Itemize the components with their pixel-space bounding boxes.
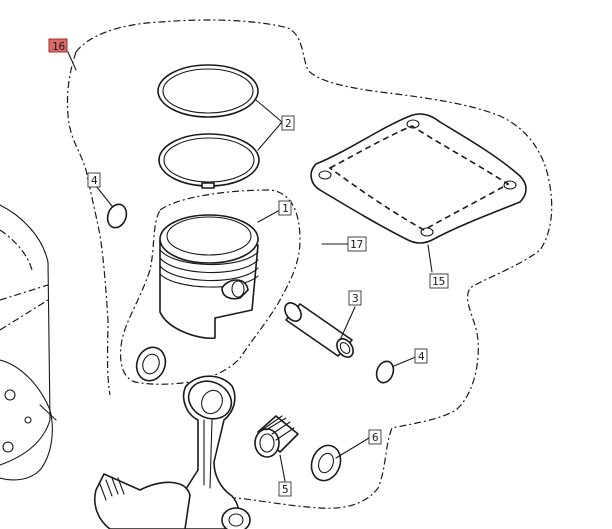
- needle-bearing: [254, 415, 299, 458]
- callout-3[interactable]: 3: [348, 290, 362, 306]
- callout-label: 2: [285, 117, 292, 130]
- kit-boundary-16: [75, 19, 553, 529]
- piston-pin: [284, 302, 354, 358]
- piston-rings: [157, 64, 260, 189]
- oil-seal-right: [310, 444, 342, 482]
- callout-5[interactable]: 5: [278, 481, 292, 497]
- kit-boundary-17: [119, 189, 301, 385]
- callout-16[interactable]: 16: [48, 38, 68, 53]
- cylinder-block: [0, 204, 57, 481]
- piston: [159, 214, 259, 340]
- circlip-left: [106, 203, 128, 229]
- callout-label: 16: [52, 40, 65, 53]
- callout-label: 4: [91, 174, 98, 187]
- callout-2[interactable]: 2: [281, 115, 295, 131]
- callout-label: 3: [352, 292, 359, 305]
- callout-4-left[interactable]: 4: [87, 172, 101, 188]
- callout-1[interactable]: 1: [278, 200, 292, 216]
- callout-label: 17: [350, 238, 363, 251]
- callout-17[interactable]: 17: [347, 236, 367, 252]
- callout-label: 6: [372, 431, 379, 444]
- callout-label: 5: [282, 483, 289, 496]
- callout-label: 15: [432, 275, 445, 288]
- callout-6[interactable]: 6: [368, 429, 382, 445]
- callout-4-right[interactable]: 4: [414, 348, 428, 364]
- oil-seal-left: [135, 346, 167, 382]
- leader-lines: [67, 51, 433, 482]
- callout-label: 4: [418, 350, 425, 363]
- callout-label: 1: [282, 202, 289, 215]
- crankshaft-conrod: [94, 375, 251, 529]
- head-gasket: [310, 113, 527, 244]
- circlip-right: [375, 360, 395, 384]
- callout-15[interactable]: 15: [429, 273, 449, 289]
